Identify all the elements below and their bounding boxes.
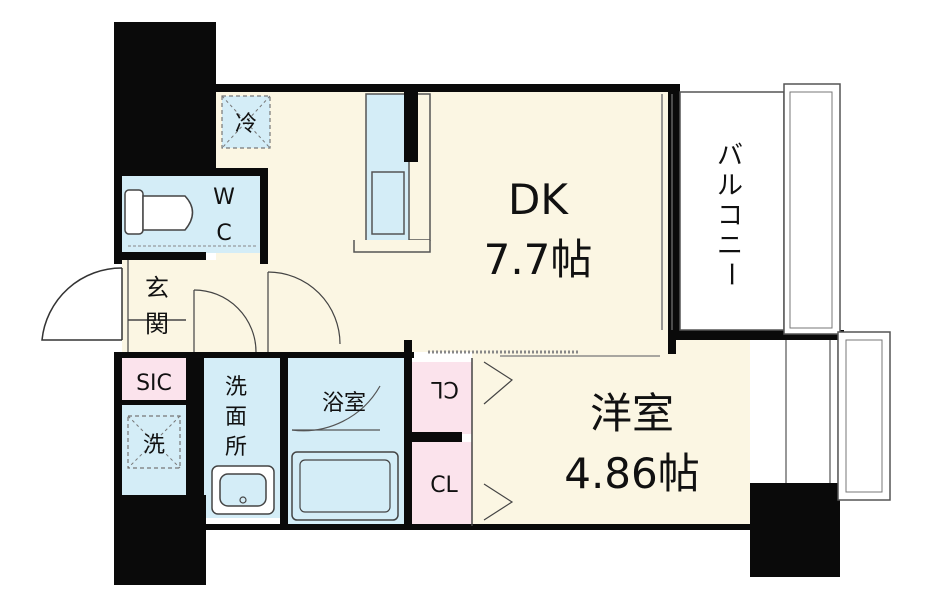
wall-column-bottom-right (750, 483, 840, 577)
walls (114, 84, 844, 530)
bathroom-door-swing (291, 385, 381, 432)
washer-label: 洗 (143, 433, 165, 458)
wall-column-bottom-left (114, 495, 206, 585)
balcony-char-2: ル (717, 171, 743, 201)
closet-lower-label: CL (430, 473, 458, 498)
fridge-label: 冷 (235, 112, 257, 137)
dk-floor (216, 88, 668, 352)
bathroom-label: 浴室 (322, 391, 366, 416)
dk-door-swing (267, 271, 341, 345)
fridge-space (221, 95, 271, 149)
wc-label-c: C (216, 221, 231, 246)
dk-room-size: 7.7帖 (484, 235, 593, 284)
washroom-door-swing (193, 289, 257, 353)
western-room-name: 洋室 (590, 389, 674, 438)
washroom-label-3: 所 (225, 435, 247, 460)
balcony-char-1: バ (717, 141, 743, 171)
wash-basin-bowl (219, 473, 267, 507)
closet-upper-floor (410, 362, 472, 434)
washroom-label-1: 洗 (225, 375, 247, 400)
wall-column-left (114, 22, 216, 172)
entrance-label-2: 関 (145, 310, 169, 338)
western-room-floor (472, 340, 750, 530)
washroom-label-2: 面 (225, 405, 247, 430)
entrance-label-1: 玄 (145, 274, 169, 302)
western-room-size: 4.86帖 (564, 449, 700, 498)
wc-label-w: W (213, 185, 235, 210)
balcony (679, 91, 785, 331)
balcony-char-4: ニ (717, 231, 743, 261)
entrance-door-swing (41, 267, 123, 341)
kitchen-counter-base (353, 240, 431, 253)
entrance-floor (122, 260, 272, 355)
toilet-tank (124, 189, 144, 235)
bathtub (291, 451, 399, 521)
closet-upper-door (483, 361, 514, 405)
balcony-char-5: ー (715, 261, 745, 287)
closet-lower-floor (410, 442, 472, 526)
balcony-label: バ ル コ ニ ー (715, 141, 745, 287)
closet-upper-label: CL (430, 376, 458, 401)
sic-label: SIC (136, 371, 172, 396)
closet-lower-door (483, 483, 514, 521)
kitchen-sink (371, 171, 405, 235)
balcony-railing (783, 83, 841, 335)
toilet-bowl (142, 195, 194, 231)
balcony-char-3: コ (717, 201, 743, 231)
dk-room-name: DK (508, 175, 569, 224)
sic-floor (122, 358, 186, 402)
side-balcony (837, 331, 891, 501)
